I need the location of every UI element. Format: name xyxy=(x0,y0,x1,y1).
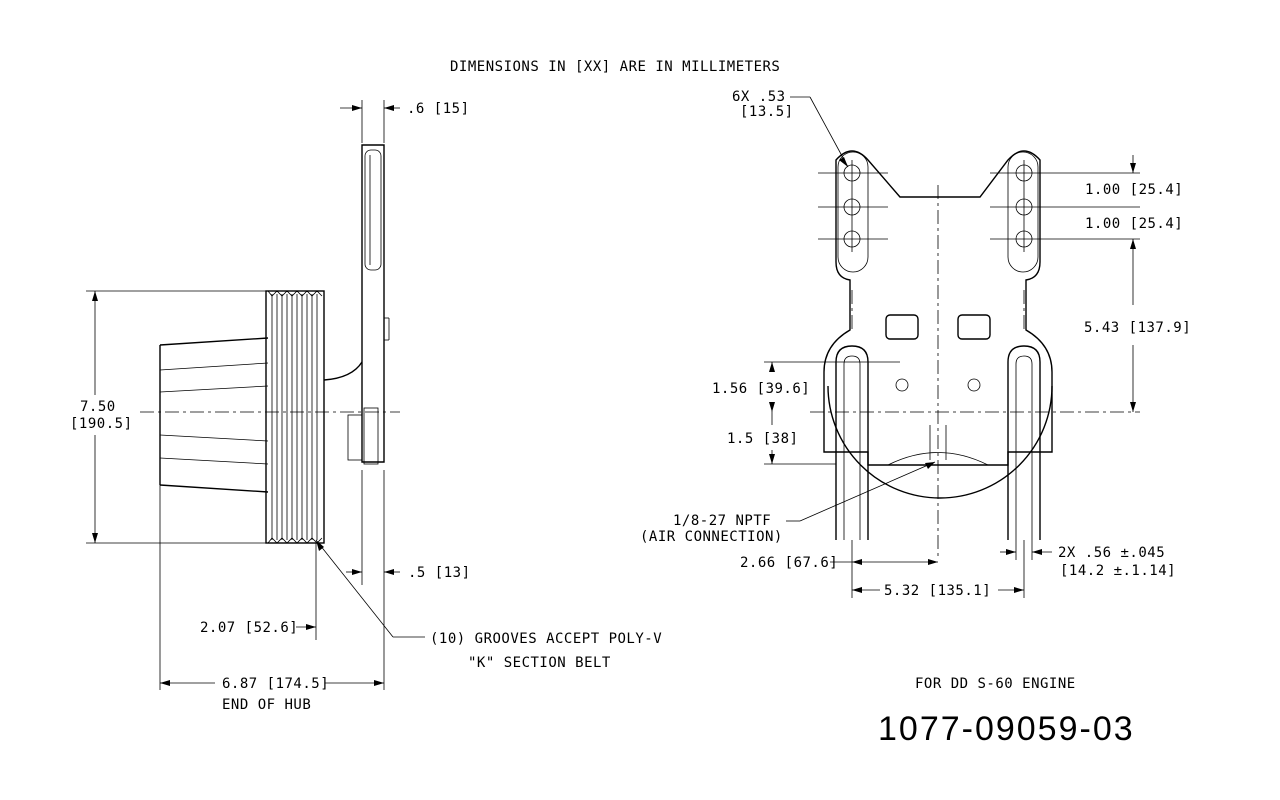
svg-text:.5 [13]: .5 [13] xyxy=(408,565,471,581)
svg-text:2X .56 ±.045: 2X .56 ±.045 xyxy=(1058,545,1165,561)
svg-text:[190.5]: [190.5] xyxy=(70,416,133,432)
side-view: .6 [15] 7.50 [190.5] .5 [13] xyxy=(70,100,662,713)
dim-vertical: 5.43 [137.9] xyxy=(1084,239,1191,412)
svg-text:2.07 [52.6]: 2.07 [52.6] xyxy=(200,620,298,636)
tensioner-arm xyxy=(323,144,390,465)
left-lower-slot xyxy=(835,345,869,540)
dim-top-width: .6 [15] xyxy=(340,100,470,143)
bracket-outline xyxy=(823,150,1053,466)
svg-text:[13.5]: [13.5] xyxy=(740,104,794,120)
svg-text:(10) GROOVES ACCEPT POLY-V: (10) GROOVES ACCEPT POLY-V xyxy=(430,631,662,647)
svg-text:5.32 [135.1]: 5.32 [135.1] xyxy=(884,583,991,599)
svg-text:1.56 [39.6]: 1.56 [39.6] xyxy=(712,381,810,397)
dim-slots: 1.56 [39.6] 1.5 [38] xyxy=(712,361,900,465)
left-window xyxy=(885,314,919,340)
front-pulley xyxy=(827,385,1053,499)
dim-groove-offset: 2.07 [52.6] xyxy=(200,543,317,640)
svg-text:1.00 [25.4]: 1.00 [25.4] xyxy=(1085,216,1183,232)
svg-text:6X .53: 6X .53 xyxy=(732,89,786,105)
dim-diameter: 7.50 [190.5] xyxy=(70,290,266,544)
svg-text:1.5 [38]: 1.5 [38] xyxy=(727,431,798,447)
part-number: 1077-09059-03 xyxy=(878,710,1135,748)
engine-note: FOR DD S-60 ENGINE xyxy=(915,676,1076,692)
grooves-callout: (10) GROOVES ACCEPT POLY-V "K" SECTION B… xyxy=(315,539,662,671)
svg-text:5.43 [137.9]: 5.43 [137.9] xyxy=(1084,320,1191,336)
dim-slot-width: 2X .56 ±.045 [14.2 ±.1.14] xyxy=(1000,540,1176,579)
svg-text:7.50: 7.50 xyxy=(80,399,116,415)
right-window xyxy=(957,314,991,340)
right-upper-slot xyxy=(1007,151,1039,273)
dim-hole-spacing: 1.00 [25.4] 1.00 [25.4] xyxy=(1060,155,1183,240)
svg-text:2.66 [67.6]: 2.66 [67.6] xyxy=(740,555,838,571)
svg-text:END OF HUB: END OF HUB xyxy=(222,697,311,713)
dim-widths: 2.66 [67.6] 5.32 [135.1] xyxy=(740,540,1025,599)
grooved-pulley xyxy=(265,290,325,544)
svg-text:1/8-27 NPTF: 1/8-27 NPTF xyxy=(673,513,771,529)
svg-text:.6 [15]: .6 [15] xyxy=(407,101,470,117)
dim-bottom-width: .5 [13] xyxy=(346,470,471,690)
svg-text:(AIR CONNECTION): (AIR CONNECTION) xyxy=(640,529,783,545)
svg-text:6.87 [174.5]: 6.87 [174.5] xyxy=(222,676,329,692)
svg-text:"K" SECTION BELT: "K" SECTION BELT xyxy=(468,655,611,671)
dim-overall: 6.87 [174.5] END OF HUB xyxy=(159,485,384,713)
svg-text:1.00 [25.4]: 1.00 [25.4] xyxy=(1085,182,1183,198)
left-upper-slot xyxy=(837,151,869,273)
svg-text:[14.2 ±.1.14]: [14.2 ±.1.14] xyxy=(1060,563,1176,579)
hole-callout: 6X .53 [13.5] xyxy=(732,89,849,168)
right-lower-slot xyxy=(1007,345,1041,540)
air-connection-callout: 1/8-27 NPTF (AIR CONNECTION) xyxy=(640,461,936,545)
mounting-holes xyxy=(818,160,1060,252)
dimensions-note: DIMENSIONS IN [XX] ARE IN MILLIMETERS xyxy=(450,59,780,75)
front-view: 6X .53 [13.5] 1.00 [25.4] 1.00 [25.4] 5.… xyxy=(640,89,1191,599)
hub-body xyxy=(159,337,269,493)
